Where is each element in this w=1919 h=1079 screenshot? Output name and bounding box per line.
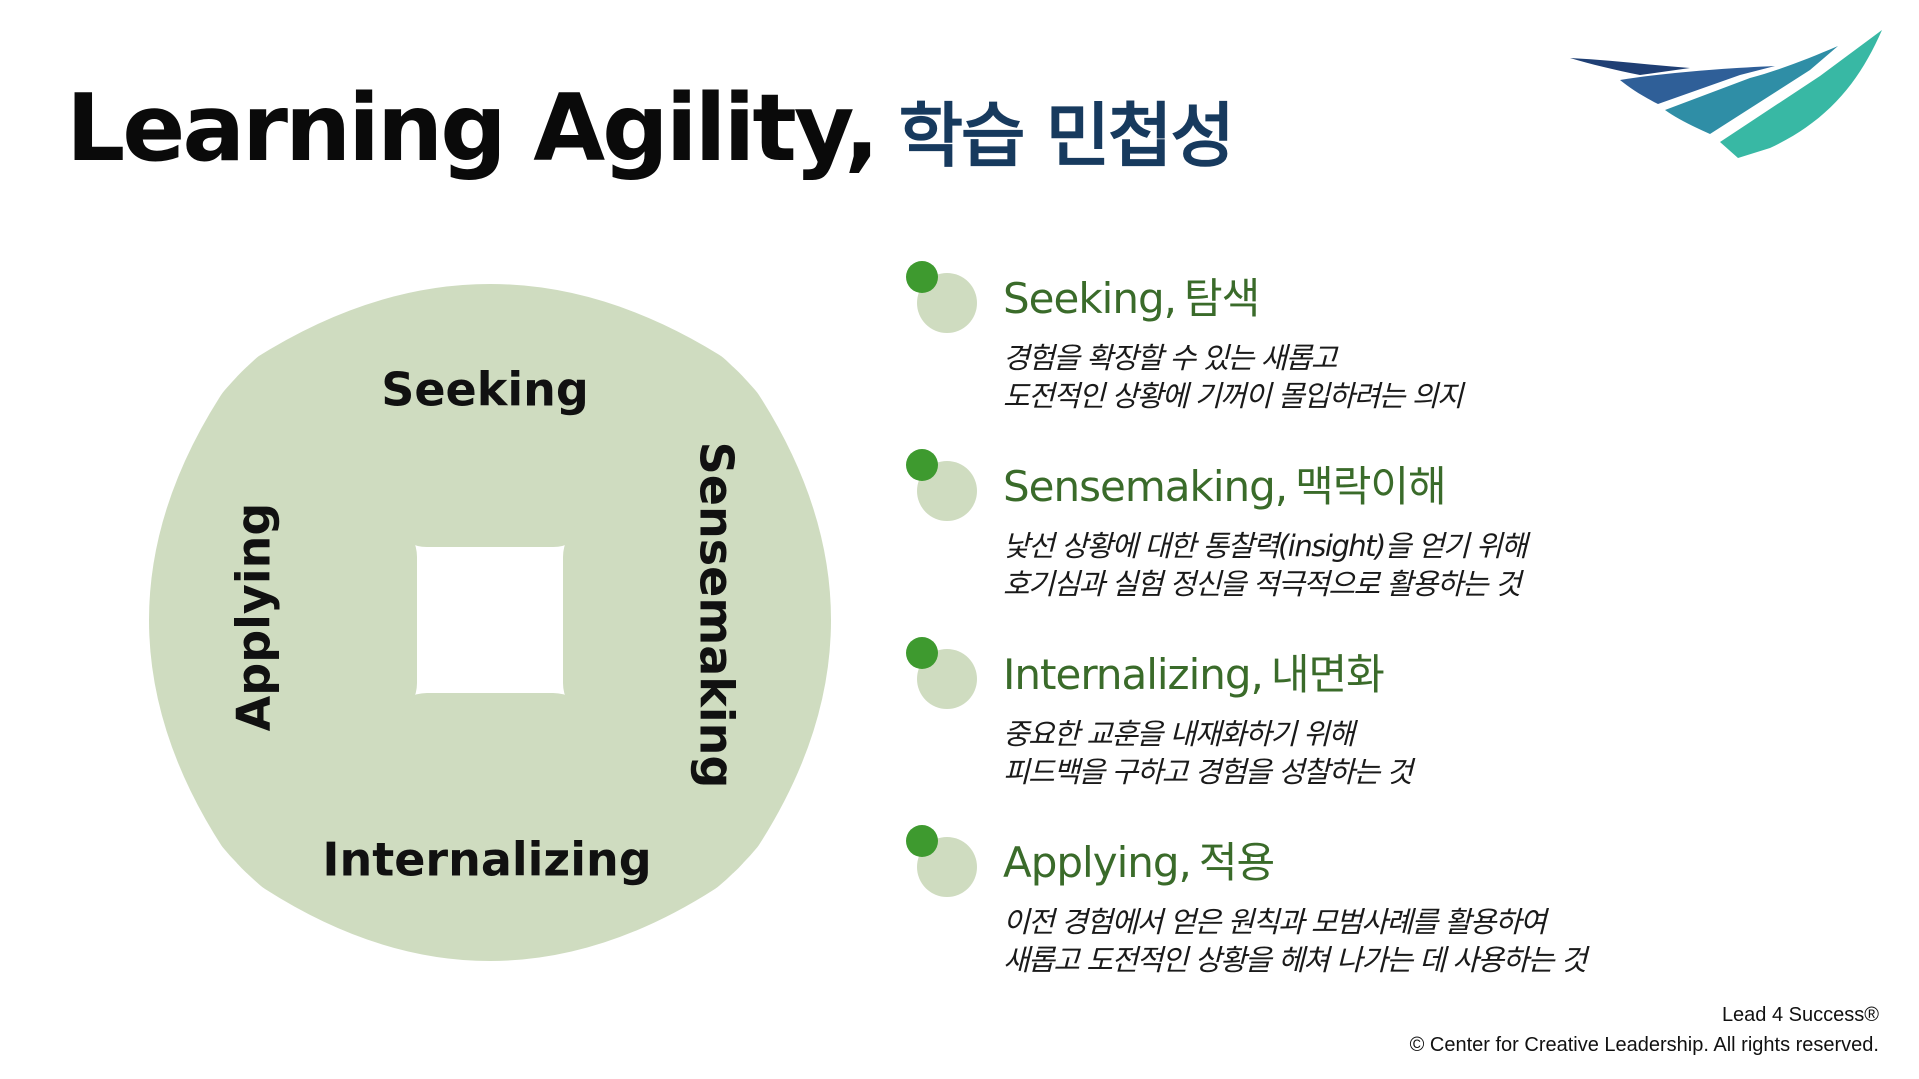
brand-logo (1570, 30, 1882, 158)
item-description: 중요한 교훈을 내재화하기 위해 피드백을 구하고 경험을 성찰하는 것 (1003, 715, 1763, 791)
item-title: Sensemaking,맥락이해 (1003, 453, 1447, 514)
item-title-korean: 적용 (1198, 838, 1275, 887)
item-title-korean: 맥락이해 (1295, 462, 1447, 511)
item-title-english: Seeking, (1003, 274, 1177, 323)
item-title: Applying,적용 (1003, 829, 1275, 890)
wheel-segment-seeking (233, 284, 747, 547)
item-title-english: Internalizing, (1003, 650, 1264, 699)
title-korean: 학습 민첩성 (898, 95, 1235, 177)
item-description-line: 새롭고 도전적인 상황을 헤쳐 나가는 데 사용하는 것 (1003, 943, 1587, 977)
item-description-line: 피드백을 구하고 경험을 성찰하는 것 (1003, 755, 1413, 789)
wheel-label-internalizing: Internalizing (322, 833, 651, 887)
page-title: Learning Agility, 학습 민첩성 (66, 74, 1235, 184)
logo-stripe-4 (1720, 30, 1882, 158)
item-description-line: 호기심과 실험 정신을 적극적으로 활용하는 것 (1003, 567, 1522, 601)
item-title: Seeking,탐색 (1003, 265, 1260, 326)
item-title-korean: 내면화 (1270, 650, 1385, 699)
item-description-line: 낯선 상황에 대한 통찰력(insight)을 얻기 위해 (1003, 529, 1528, 563)
bullet-icon (900, 631, 977, 709)
item-description-line: 도전적인 상황에 기꺼이 몰입하려는 의지 (1003, 379, 1463, 413)
item-title: Internalizing,내면화 (1003, 641, 1385, 702)
item-description: 경험을 확장할 수 있는 새롭고 도전적인 상황에 기꺼이 몰입하려는 의지 (1003, 339, 1763, 415)
footer-copyright-text: © Center for Creative Leadership. All ri… (1409, 1034, 1879, 1056)
item-description: 이전 경험에서 얻은 원칙과 모범사례를 활용하여 새롭고 도전적인 상황을 헤… (1003, 903, 1763, 979)
item-description-line: 이전 경험에서 얻은 원칙과 모범사례를 활용하여 (1003, 905, 1547, 939)
item-description: 낯선 상황에 대한 통찰력(insight)을 얻기 위해 호기심과 실험 정신… (1003, 527, 1763, 603)
wheel-segment-sensemaking (563, 363, 831, 877)
footer-program-name: Lead 4 Success® (1721, 1004, 1879, 1026)
logo-stripe-1 (1570, 58, 1690, 75)
bullet-icon (900, 255, 977, 333)
footer-copyright: Lead 4 Success® © Center for Creative Le… (1410, 1000, 1879, 1060)
learning-agility-wheel: Seeking Sensemaking Internalizing Applyi… (149, 284, 831, 961)
bullet-icon (900, 443, 977, 521)
logo-stripe-2 (1620, 66, 1775, 104)
wheel-segment-applying (149, 363, 417, 877)
wheel-segment-internalizing (233, 693, 747, 961)
logo-stripe-3 (1665, 46, 1838, 134)
item-title-english: Sensemaking, (1003, 462, 1288, 511)
item-title-english: Applying, (1003, 838, 1192, 887)
wheel-label-seeking: Seeking (381, 363, 589, 417)
bullet-icon (900, 819, 977, 897)
title-english: Learning Agility, (66, 74, 880, 182)
wheel-label-sensemaking: Sensemaking (690, 442, 744, 789)
wheel-label-applying: Applying (227, 503, 281, 732)
item-title-korean: 탐색 (1183, 274, 1260, 323)
item-description-line: 경험을 확장할 수 있는 새롭고 (1003, 341, 1338, 375)
item-description-line: 중요한 교훈을 내재화하기 위해 (1003, 717, 1355, 751)
